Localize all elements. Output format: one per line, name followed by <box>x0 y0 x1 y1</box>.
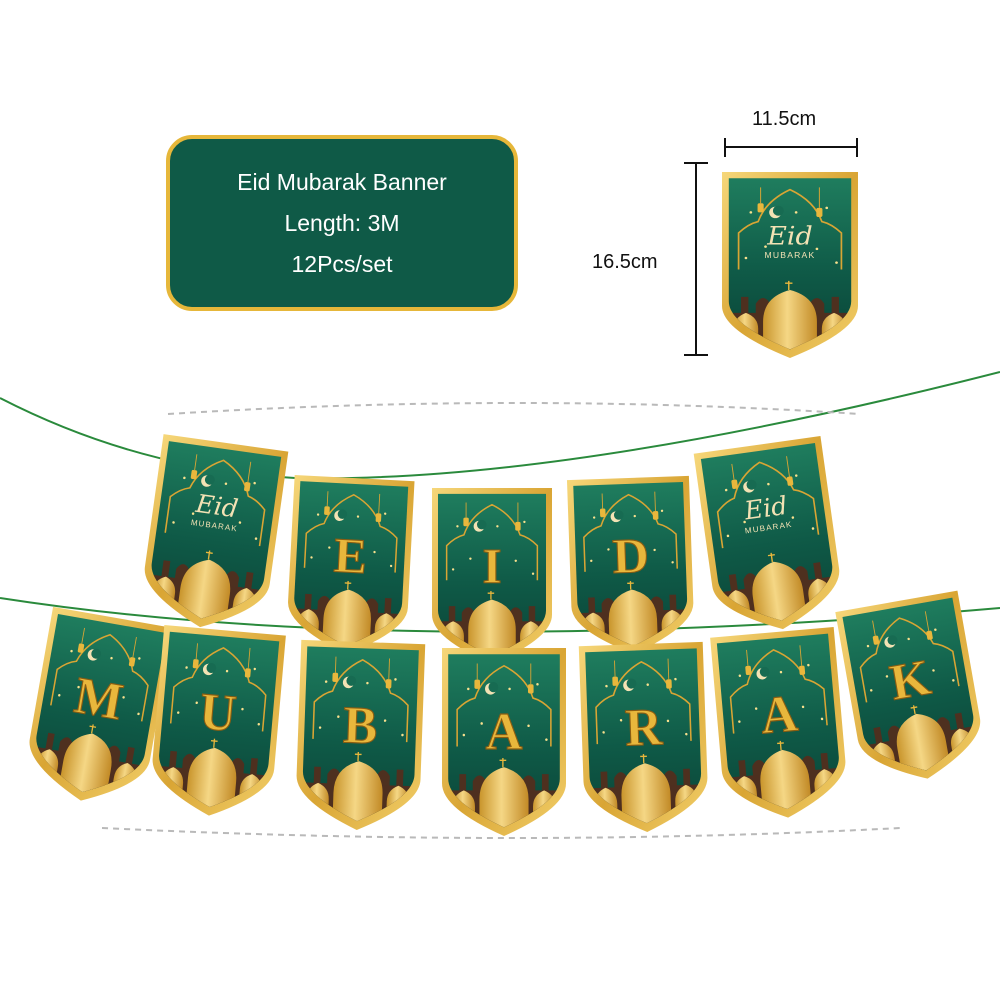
flag-letter: E <box>333 528 369 585</box>
flag-letter: D <box>611 527 649 584</box>
bottom-flag-5: R <box>578 641 708 832</box>
bottom-flag-4: A <box>442 648 566 836</box>
height-label: 16.5cm <box>592 251 658 273</box>
flag-eid-script: Eid <box>766 222 813 251</box>
bottom-flag-1: M <box>28 606 174 802</box>
top-flag-4: D <box>566 475 694 654</box>
flag-letter: R <box>624 697 664 757</box>
flag-eid-script: Eid <box>193 489 240 524</box>
bottom-flag-7: K <box>835 590 982 781</box>
flag-letter: A <box>485 702 522 761</box>
bottom-flag-2: U <box>152 625 286 816</box>
flag-letter: B <box>342 695 378 755</box>
flag-letter: I <box>482 538 501 593</box>
bottom-flag-6: A <box>710 626 846 818</box>
banner-title: Eid Mubarak Banner <box>237 168 447 195</box>
info-box: Eid Mubarak Banner Length: 3M 12Pcs/set <box>166 135 518 311</box>
flag-mubarak-subtitle: MUBARAK <box>765 251 816 260</box>
height-dimension-line <box>684 162 708 356</box>
width-dimension-line <box>724 138 858 157</box>
banner-length: Length: 3M <box>284 209 400 236</box>
banner-count: 12Pcs/set <box>291 250 393 277</box>
top-flag-2: E <box>288 474 415 654</box>
dashed-guides <box>101 402 901 839</box>
bottom-flag-3: B <box>296 639 426 830</box>
flag-letter: K <box>886 649 935 712</box>
flag-letter: A <box>758 685 800 746</box>
flag-letter: U <box>197 682 238 743</box>
top-flag-3: I <box>432 488 552 664</box>
flag-eid-script: Eid <box>742 491 789 526</box>
flag-letter: M <box>70 666 127 731</box>
width-label: 11.5cm <box>752 108 817 130</box>
